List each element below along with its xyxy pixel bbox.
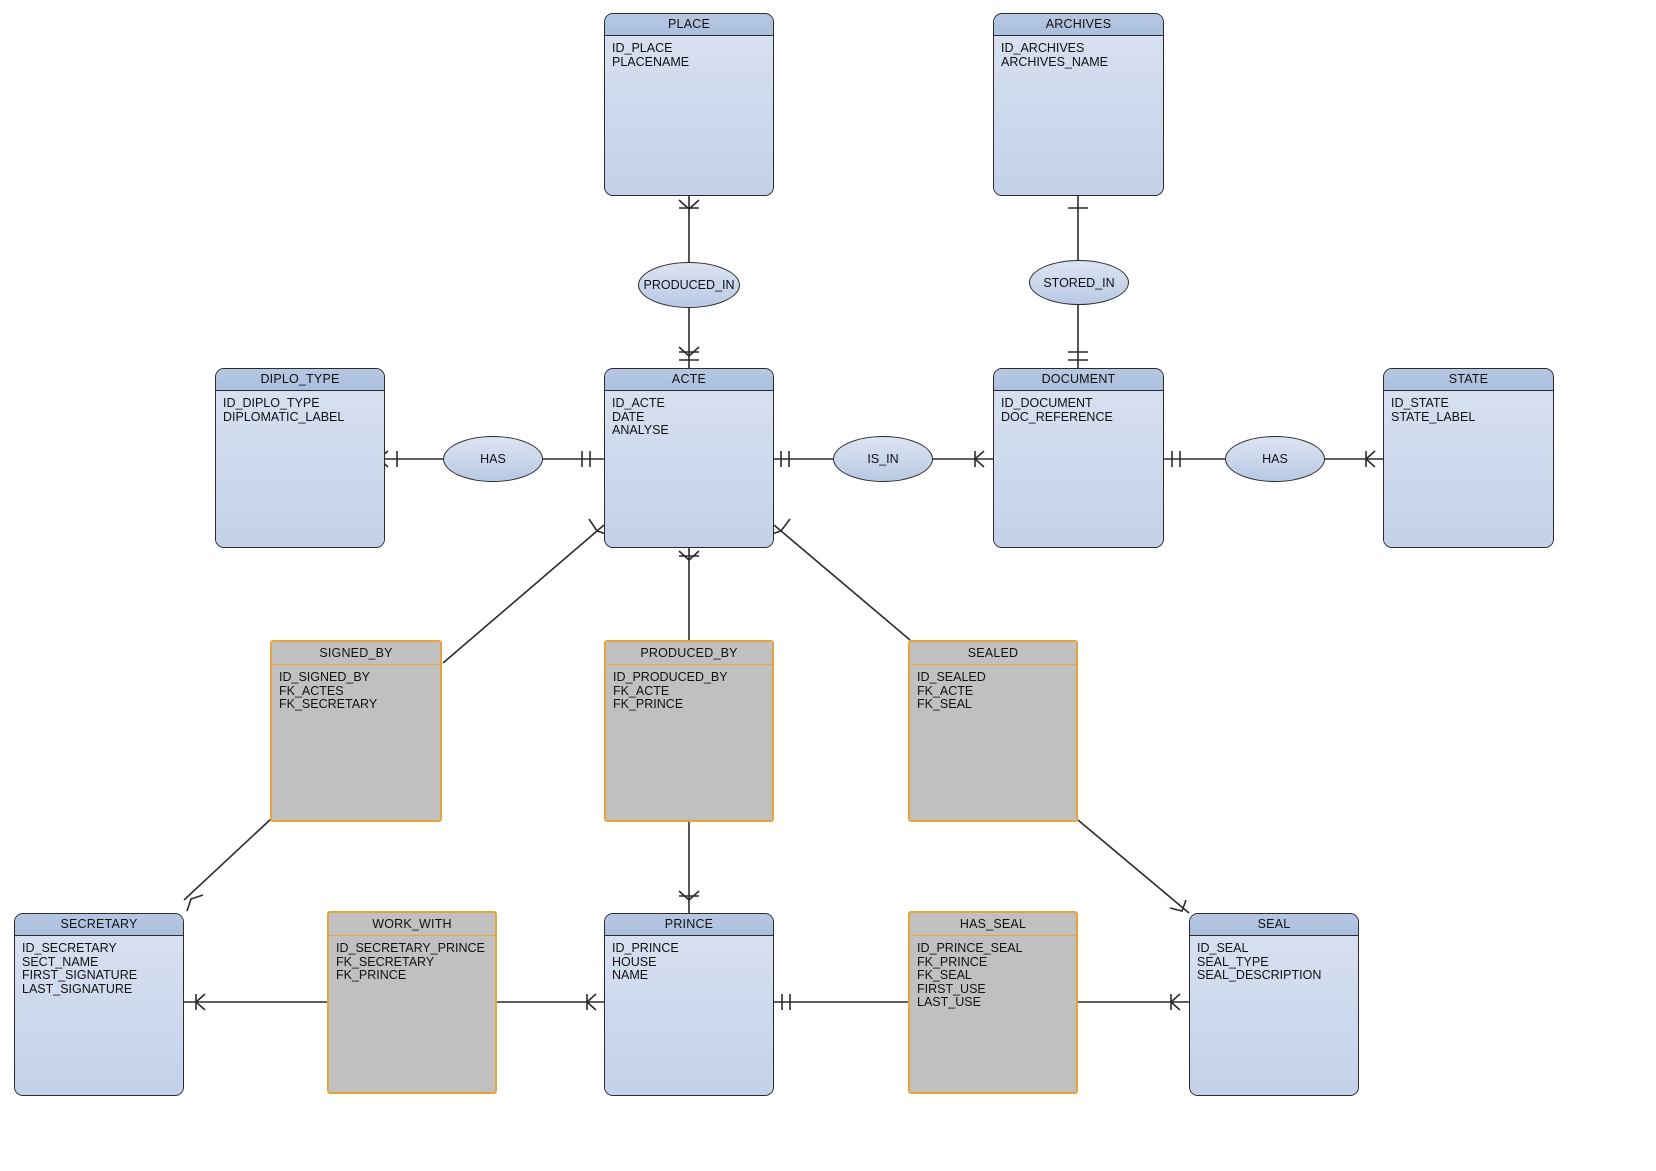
attribute: LAST_SIGNATURE: [22, 981, 133, 996]
attribute: DIPLOMATIC_LABEL: [223, 409, 345, 424]
attribute: FK_ACTE: [613, 683, 670, 698]
attribute: ID_ARCHIVES: [1001, 41, 1085, 55]
edge-acte-signed_by: [442, 524, 605, 664]
attribute: ID_DIPLO_TYPE: [223, 396, 320, 410]
attribute: ID_STATE: [1391, 396, 1449, 410]
attribute: DATE: [612, 409, 645, 424]
attribute: FK_SECRETARY: [336, 954, 435, 969]
entity-title-document: DOCUMENT: [994, 369, 1163, 391]
attribute: ID_PRINCE: [612, 941, 679, 955]
attribute: ID_ACTE: [612, 396, 665, 410]
attribute: ANALYSE: [612, 423, 669, 437]
relationship-label: HAS: [480, 452, 506, 466]
attribute: FK_SECRETARY: [279, 697, 378, 711]
attribute: SECT_NAME: [22, 954, 99, 969]
entity-title-sealed: SEALED: [910, 642, 1076, 665]
attribute: SEAL_TYPE: [1197, 954, 1269, 969]
attribute: FK_ACTES: [279, 683, 344, 698]
attribute: ID_SEAL: [1197, 941, 1249, 955]
relationship-stored_in[interactable]: STORED_IN: [1029, 260, 1129, 305]
attribute: ID_PRINCE_SEAL: [917, 941, 1023, 955]
entity-title-archives: ARCHIVES: [994, 14, 1163, 36]
entity-title-signed_by: SIGNED_BY: [272, 642, 440, 665]
relationship-has_state[interactable]: HAS: [1225, 436, 1325, 482]
entity-title-prince: PRINCE: [605, 914, 773, 936]
relationship-label: PRODUCED_IN: [643, 278, 735, 292]
entity-title-diplo_type: DIPLO_TYPE: [216, 369, 384, 391]
attribute: FK_PRINCE: [613, 697, 684, 711]
attribute: FIRST_SIGNATURE: [22, 968, 138, 982]
attribute: HOUSE: [612, 954, 657, 969]
entity-title-seal: SEAL: [1190, 914, 1358, 936]
entity-title-secretary: SECRETARY: [15, 914, 183, 936]
edge-acte-sealed: [773, 524, 911, 641]
relationship-is_in[interactable]: IS_IN: [833, 436, 933, 482]
attribute: PLACENAME: [612, 54, 690, 69]
entity-title-state: STATE: [1384, 369, 1553, 391]
entity-title-produced_by: PRODUCED_BY: [606, 642, 772, 665]
entity-title-work_with: WORK_WITH: [329, 913, 495, 936]
attribute: ID_SECRETARY: [22, 941, 117, 955]
relationship-has_diplo[interactable]: HAS: [443, 436, 543, 482]
attribute: ID_SECRETARY_PRINCE: [336, 941, 485, 955]
relationship-produced_in[interactable]: PRODUCED_IN: [638, 262, 740, 308]
attribute: FK_ACTE: [917, 683, 974, 698]
entity-title-acte: ACTE: [605, 369, 773, 391]
relationship-label: STORED_IN: [1043, 275, 1115, 290]
attribute: DOC_REFERENCE: [1001, 409, 1113, 424]
entity-title-has_seal: HAS_SEAL: [910, 913, 1076, 936]
attribute: FK_SEAL: [917, 968, 972, 982]
attribute: ID_SEALED: [917, 670, 986, 684]
attribute: ID_PLACE: [612, 41, 673, 55]
attribute: ID_SIGNED_BY: [279, 670, 371, 684]
attribute: NAME: [612, 968, 649, 982]
attribute: FK_PRINCE: [336, 968, 407, 982]
attribute: FK_SEAL: [917, 697, 972, 711]
relationship-label: HAS: [1262, 452, 1288, 466]
attribute: STATE_LABEL: [1391, 409, 1476, 424]
attribute: SEAL_DESCRIPTION: [1197, 968, 1322, 982]
attribute: LAST_USE: [917, 995, 981, 1009]
attribute: ARCHIVES_NAME: [1001, 54, 1108, 69]
attribute: ID_PRODUCED_BY: [613, 670, 728, 684]
attribute: FIRST_USE: [917, 981, 986, 996]
edge-sealed-seal: [1077, 819, 1190, 914]
relationship-label: IS_IN: [867, 452, 899, 466]
edge-signed_by-secretary: [183, 817, 273, 901]
attribute: ID_DOCUMENT: [1001, 396, 1093, 410]
entity-title-place: PLACE: [605, 14, 773, 36]
attribute: FK_PRINCE: [917, 954, 988, 969]
